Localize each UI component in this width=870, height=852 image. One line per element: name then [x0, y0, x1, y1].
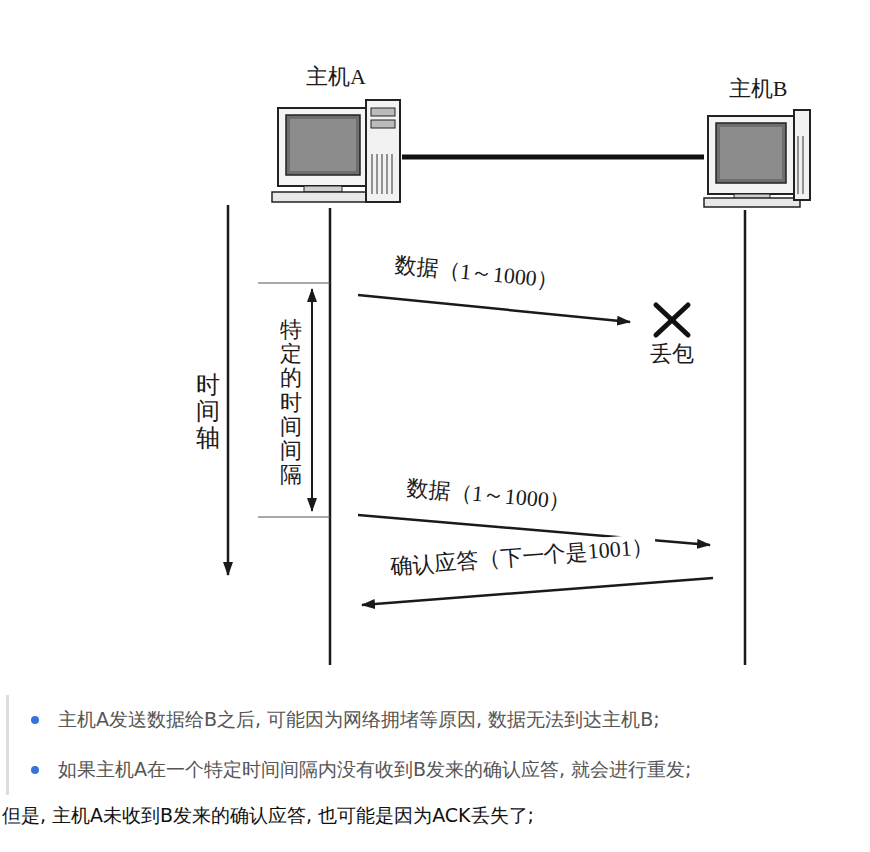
bullet-text: 主机A发送数据给B之后, 可能因为网络拥堵等原因, 数据无法到达主机B; — [58, 707, 660, 731]
bullet-text: 如果主机A在一个特定时间间隔内没有收到B发来的确认应答, 就会进行重发; — [58, 757, 692, 781]
bullet-dot — [31, 716, 39, 724]
host-computer: 主机B — [702, 76, 814, 210]
bracket-line — [258, 517, 330, 518]
timeline-b — [744, 210, 747, 665]
network-cable — [402, 155, 704, 160]
message-label: 数据（1～1000） — [403, 475, 574, 516]
bracket-line — [258, 283, 330, 284]
host-label: 主机B — [702, 76, 814, 102]
bullet-dot — [31, 766, 39, 774]
timeline-a — [329, 208, 332, 665]
message-arrow — [362, 578, 713, 605]
loss-cross — [656, 305, 688, 335]
ack-label: 确认应答（下一个是1001） — [387, 534, 656, 581]
interval-label: 特定的时间间隔 — [280, 318, 302, 487]
time-axis-arrow — [227, 205, 230, 575]
interval-arrow — [311, 289, 313, 511]
host-computer: 主机A — [268, 64, 404, 206]
loss-label: 丢包 — [650, 341, 694, 367]
quote-bar — [6, 695, 9, 795]
message-label: 数据（1～1000） — [391, 252, 562, 294]
message-arrow — [358, 295, 630, 322]
message-arrow — [358, 515, 710, 545]
axis-label: 时间轴 — [196, 372, 220, 451]
body-text: 但是, 主机A未收到B发来的确认应答, 也可能是因为ACK丢失了; — [2, 803, 534, 827]
host-label: 主机A — [268, 64, 404, 90]
